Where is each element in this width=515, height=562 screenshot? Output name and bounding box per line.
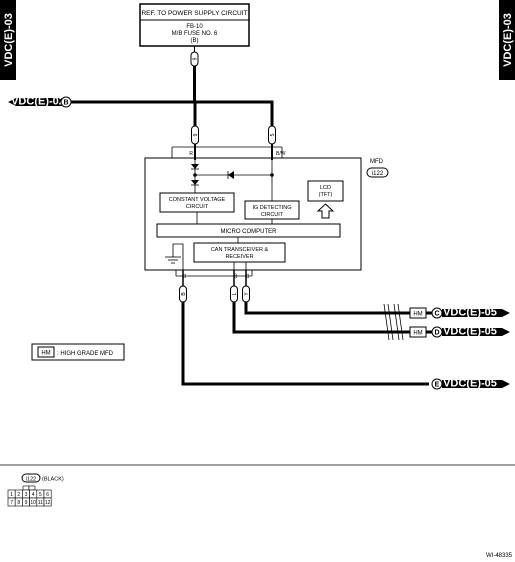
ref-in-vdc-e-02: VDC(E)-02 B — [8, 96, 274, 126]
output-c-label: VDC(E)-05 — [443, 307, 497, 319]
power-supply-ref-box: REF. TO POWER SUPPLY CIRCUIT FB-10 M/B F… — [139, 3, 250, 47]
wire-left-pin: 9 — [193, 133, 199, 136]
side-tab-right-label: VDC(E)-03 — [502, 13, 514, 67]
side-tab-left: VDC(E)-03 — [0, 0, 16, 80]
power-ref-fuse-id: FB-10 — [186, 24, 203, 30]
wire-left-color: R — [189, 151, 193, 157]
legend: HM : HIGH GRADE MFD — [31, 343, 125, 361]
pin-b1: 11 — [182, 273, 187, 278]
constant-voltage-label-1: CONSTANT VOLTAGE — [169, 197, 226, 203]
output-e-label: VDC(E)-05 — [443, 378, 497, 390]
mfd-connector-label: i122 — [372, 171, 384, 177]
pin-number: 12 — [45, 500, 51, 506]
pin-number: 1 — [10, 492, 13, 498]
power-wire: 9 — [190, 46, 199, 126]
power-ref-fuse-letter: (B) — [191, 38, 199, 44]
output-ref-e: E VDC(E)-05 — [431, 378, 510, 390]
micro-computer-label: MICRO COMPUTER — [221, 229, 278, 235]
pin-number: 10 — [30, 500, 36, 506]
pin-number: 7 — [10, 500, 13, 506]
output-ref-c: HM C VDC(E)-05 — [409, 307, 510, 319]
pin-number: 5 — [39, 492, 42, 498]
lcd-up-arrow-icon — [316, 203, 335, 219]
wire-b3-color: Y — [244, 292, 250, 296]
pin-number: 6 — [46, 492, 49, 498]
mfd-output-pins: 11 10 12 B L Y — [175, 270, 253, 303]
power-wire-pin: 9 — [193, 57, 199, 60]
pin-number: 3 — [25, 492, 28, 498]
lcd-label-1: LCD — [320, 185, 331, 191]
mfd-input-pins: 9 5 R B/W — [171, 125, 286, 160]
legend-hm-label: HM — [41, 351, 50, 357]
side-tab-left-label: VDC(E)-03 — [3, 13, 15, 67]
ref-in-label: VDC(E)-02 — [11, 96, 65, 108]
ref-in-letter: B — [63, 100, 68, 107]
can-label-2: RECEIVER — [225, 254, 253, 260]
wire-b1-color: B — [181, 292, 187, 296]
conn-color: (BLACK) — [42, 477, 64, 483]
pin-b3: 12 — [245, 273, 250, 279]
ig-detect-label-1: IG DETECTING — [252, 205, 291, 211]
pin-number: 11 — [38, 500, 43, 506]
diagram-code: WI-48335 — [486, 553, 513, 559]
hm-tag-d-label: HM — [413, 331, 422, 337]
output-c-letter: C — [434, 311, 439, 318]
power-ref-fuse-name: M/B FUSE NO. 6 — [172, 31, 218, 37]
lcd-label-2: (TFT) — [319, 192, 333, 198]
ground-icon — [165, 243, 184, 270]
power-ref-title: REF. TO POWER SUPPLY CIRCUIT — [141, 10, 247, 17]
mfd-label: MFD — [370, 159, 384, 165]
mfd-connector-oval — [366, 167, 389, 178]
legend-text: : HIGH GRADE MFD — [57, 351, 114, 357]
output-ref-d: HM D VDC(E)-05 — [409, 326, 510, 338]
wire-right-pin: 5 — [270, 133, 276, 136]
pin-number: 9 — [25, 500, 28, 506]
legend-hm-tag — [37, 346, 55, 358]
pin-number: 2 — [17, 492, 20, 498]
pin-number: 8 — [17, 500, 20, 506]
side-tab-right: VDC(E)-03 — [499, 0, 515, 80]
constant-voltage-label-2: CIRCUIT — [186, 204, 209, 210]
output-d-letter: D — [434, 330, 439, 337]
mfd-module: MFD i122 CONSTANT VOLTAGE CIRCUIT IG DET… — [144, 157, 389, 271]
output-wires — [181, 302, 429, 386]
pin-number: 4 — [32, 492, 35, 498]
conn-id: i122 — [26, 477, 36, 483]
output-e-letter: E — [435, 382, 440, 389]
ig-detect-label-2: CIRCUIT — [261, 212, 284, 218]
wire-right-color: B/W — [276, 151, 286, 157]
pin-b2: 10 — [233, 273, 238, 279]
pin-cell — [43, 497, 52, 507]
output-d-label: VDC(E)-05 — [443, 326, 497, 338]
can-label-1: CAN TRANSCEIVER & — [211, 247, 269, 253]
wire-b2-color: L — [232, 292, 238, 295]
hm-tag-c-label: HM — [413, 312, 422, 318]
